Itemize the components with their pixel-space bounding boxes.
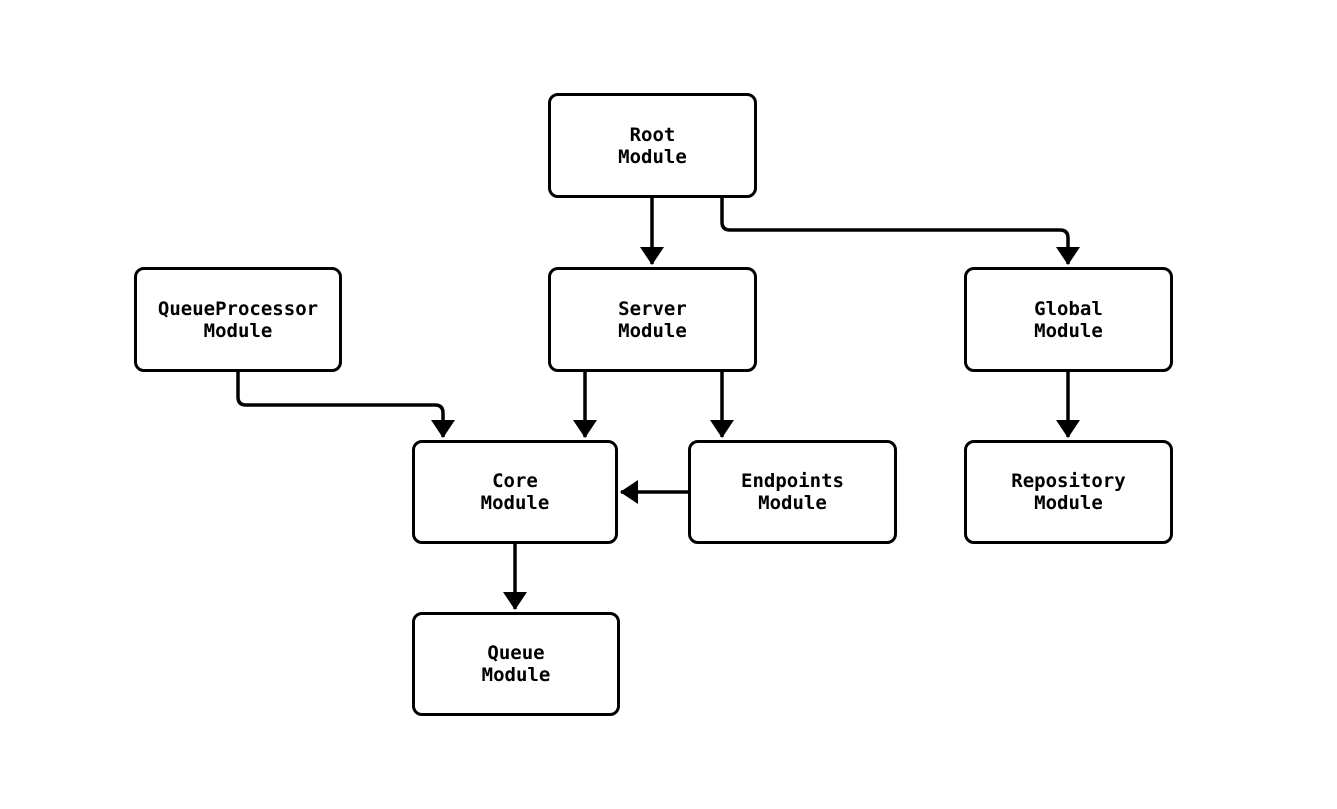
node-queueprocessor-module: QueueProcessor Module — [134, 267, 342, 372]
node-queue-module: Queue Module — [412, 612, 620, 716]
edge-queueprocessor-to-core — [236, 372, 455, 438]
node-endpoints-module-label: Endpoints Module — [741, 470, 844, 514]
node-server-module-label: Server Module — [618, 297, 687, 342]
node-global-module-label: Global Module — [1034, 297, 1103, 342]
node-repository-module-label: Repository Module — [1011, 470, 1126, 514]
node-repository-module: Repository Module — [964, 440, 1173, 544]
node-core-module: Core Module — [412, 440, 618, 544]
node-queue-module-label: Queue Module — [481, 642, 551, 686]
node-root-module: Root Module — [548, 93, 757, 198]
node-server-module: Server Module — [548, 267, 757, 372]
node-root-module-label: Root Module — [618, 123, 687, 168]
node-core-module-label: Core Module — [480, 470, 550, 514]
node-endpoints-module: Endpoints Module — [688, 440, 897, 544]
node-global-module: Global Module — [964, 267, 1173, 372]
edge-root-to-global — [720, 198, 1080, 265]
node-queueprocessor-module-label: QueueProcessor Module — [157, 297, 319, 342]
